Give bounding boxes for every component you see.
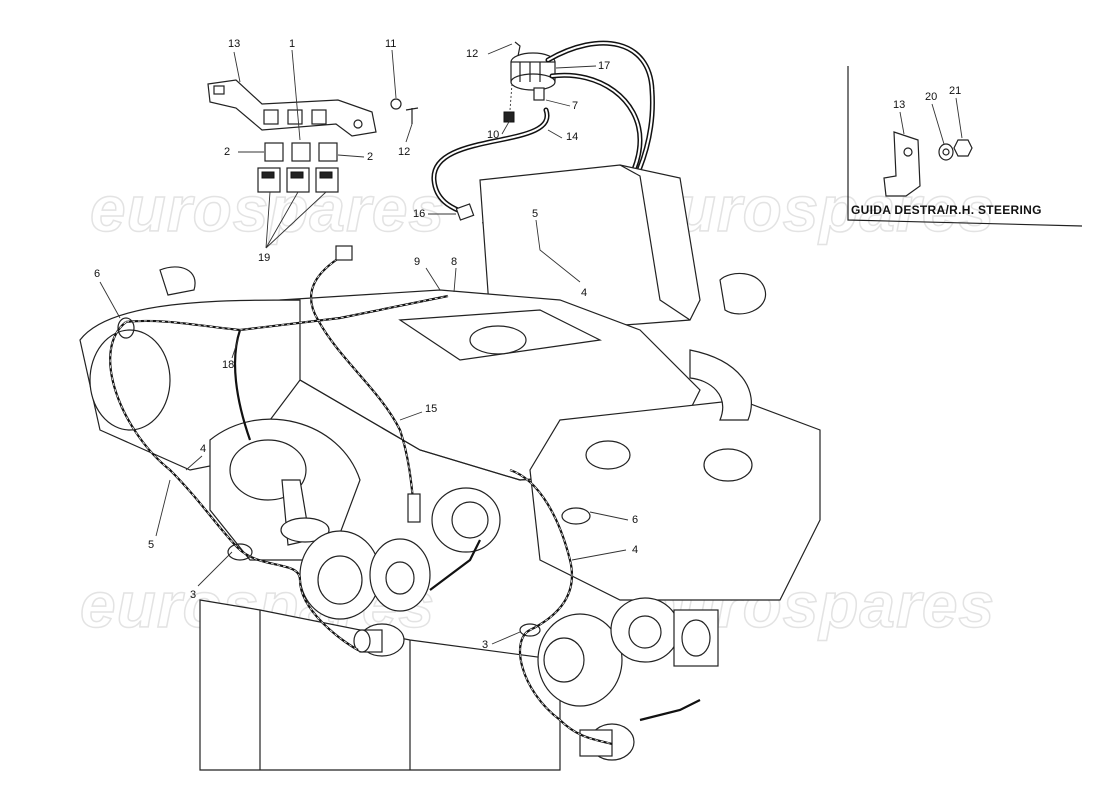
- callout-5: 5: [148, 539, 155, 551]
- leader-lines: [99, 43, 963, 645]
- callout-3: 3: [482, 639, 489, 651]
- inset-title: GUIDA DESTRA/R.H. STEERING: [851, 203, 1042, 217]
- callout-18: 18: [222, 359, 235, 371]
- callout-2: 2: [224, 146, 231, 158]
- callout-21: 21: [949, 85, 962, 97]
- right-turbocharger: [537, 597, 719, 761]
- callout-19: 19: [258, 252, 271, 264]
- relay-set: [257, 142, 339, 193]
- sensor-cables: [109, 245, 701, 746]
- engine-block: [79, 164, 821, 771]
- watermark: eurospares: [639, 172, 996, 246]
- callout-2: 2: [367, 151, 374, 163]
- callout-15: 15: [425, 403, 438, 415]
- solenoid-valve: [503, 41, 556, 123]
- rh-steering-inset: [847, 66, 1083, 227]
- bracket-screws: [390, 98, 419, 124]
- callout-8: 8: [451, 256, 458, 268]
- callout-9: 9: [414, 256, 421, 268]
- callout-4: 4: [632, 544, 639, 556]
- callout-7: 7: [572, 100, 579, 112]
- callout-13: 13: [228, 38, 241, 50]
- callout-10: 10: [487, 129, 500, 141]
- callout-11: 11: [385, 38, 397, 50]
- callout-5: 5: [532, 208, 539, 220]
- callout-1: 1: [289, 38, 296, 50]
- callout-4: 4: [200, 443, 207, 455]
- callout-3: 3: [190, 589, 197, 601]
- callout-13: 13: [893, 99, 906, 111]
- relay-bracket: [207, 79, 377, 137]
- callout-12: 12: [398, 146, 411, 158]
- callout-4: 4: [581, 287, 588, 299]
- callout-6: 6: [94, 268, 101, 280]
- callout-16: 16: [413, 208, 426, 220]
- callout-6: 6: [632, 514, 639, 526]
- callout-14: 14: [566, 131, 579, 143]
- callout-20: 20: [925, 91, 938, 103]
- left-turbocharger: [280, 479, 501, 657]
- callout-17: 17: [598, 60, 611, 72]
- callout-12: 12: [466, 48, 479, 60]
